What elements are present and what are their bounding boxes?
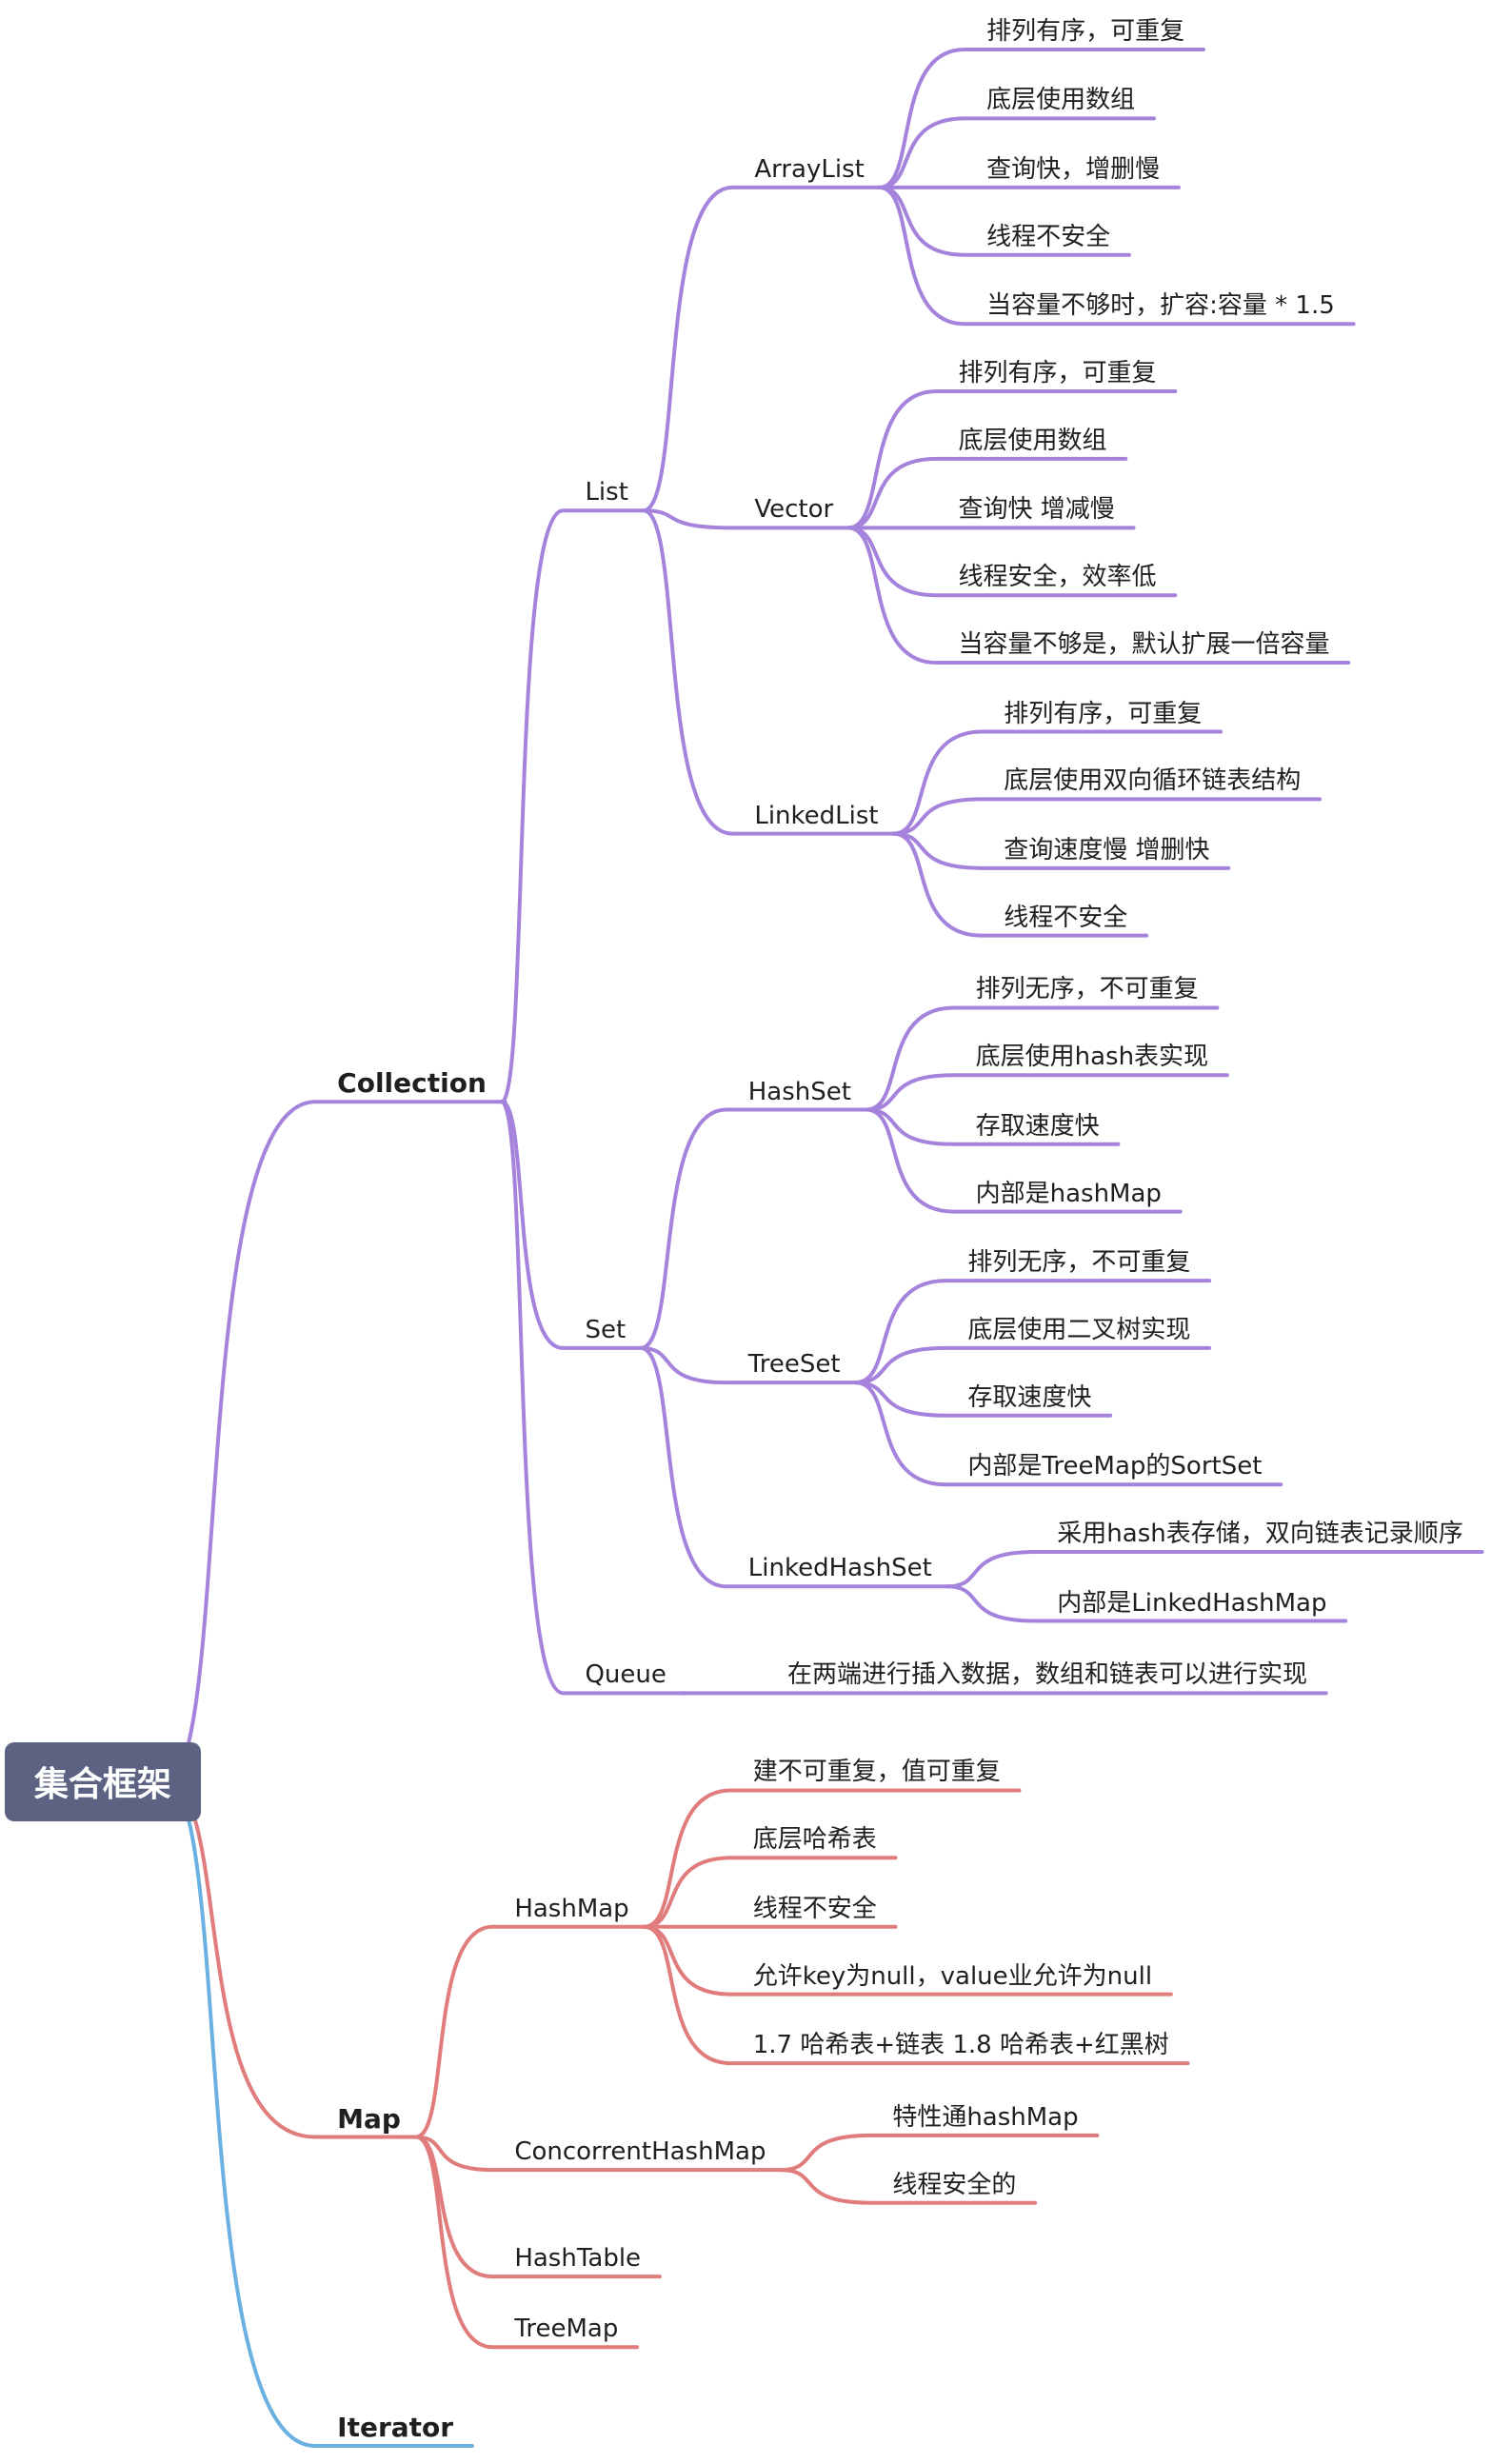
- connector-item: [864, 1107, 1121, 1146]
- connector-iterator: [163, 1779, 474, 2449]
- node-item[interactable]: 线程不安全: [986, 222, 1111, 251]
- node-item[interactable]: 排列无序，不可重复: [975, 975, 1199, 1004]
- connector-hashmap: [864, 1107, 1183, 1214]
- connector-item: [846, 526, 1351, 666]
- node-concorrenthashmap[interactable]: ConcorrentHashMap: [514, 2137, 766, 2167]
- node-hashmap[interactable]: 特性通hashMap: [892, 2102, 1079, 2132]
- node-item[interactable]: 查询速度慢 增删快: [1004, 835, 1210, 864]
- node-hash[interactable]: 采用hash表存储，双向链表记录顺序: [1057, 1520, 1463, 1549]
- node-map[interactable]: Map: [337, 2102, 401, 2135]
- root-label: 集合框架: [33, 1765, 171, 1805]
- node-item[interactable]: 排列无序，不可重复: [967, 1248, 1191, 1278]
- node-item[interactable]: 线程安全，效率低: [958, 563, 1157, 592]
- connector-key-null-value-null: [642, 1924, 1173, 1997]
- connector-map: [163, 1779, 422, 2139]
- node-linkedhashset[interactable]: LinkedHashSet: [747, 1554, 932, 1583]
- connector-item: [642, 1856, 898, 1929]
- node-item[interactable]: 存取速度快: [967, 1382, 1092, 1412]
- connector-item: [891, 797, 1323, 836]
- node-hashtable[interactable]: HashTable: [514, 2244, 642, 2274]
- connector-hash: [864, 1073, 1229, 1112]
- node-item[interactable]: 排列有序，可重复: [1004, 699, 1203, 728]
- node-item[interactable]: 底层使用二叉树实现: [967, 1315, 1191, 1344]
- node-linkedhashmap[interactable]: 内部是LinkedHashMap: [1057, 1588, 1327, 1618]
- connector-item: [864, 1005, 1220, 1112]
- node-item[interactable]: 底层使用数组: [958, 426, 1107, 455]
- connector-vector: [641, 508, 854, 530]
- node-item[interactable]: 底层使用双向循环链表结构: [1004, 766, 1302, 796]
- connector-hashmap: [413, 1924, 650, 2139]
- node-treeset[interactable]: TreeSet: [747, 1350, 841, 1380]
- node-list[interactable]: List: [585, 478, 628, 507]
- node-hashset[interactable]: HashSet: [747, 1077, 851, 1106]
- connector-hash: [945, 1550, 1484, 1589]
- connector-linkedhashset: [638, 1345, 953, 1589]
- node-item[interactable]: 当容量不够是，默认扩展一倍容量: [958, 630, 1330, 660]
- connector-1-7-1-8: [642, 1924, 1190, 2066]
- connector-item: [853, 1279, 1212, 1385]
- node-item[interactable]: 线程不安全: [1004, 903, 1128, 932]
- connector-item: [891, 831, 1149, 938]
- connector-queue: [499, 1100, 687, 1696]
- node-1-5[interactable]: 当容量不够时，扩容:容量 * 1.5: [986, 291, 1335, 321]
- node-item[interactable]: 线程安全的: [892, 2170, 1017, 2199]
- connector-item: [891, 831, 1231, 870]
- node-arraylist[interactable]: ArrayList: [754, 154, 865, 184]
- node-linkedlist[interactable]: LinkedList: [754, 801, 879, 830]
- node-vector[interactable]: Vector: [754, 495, 834, 525]
- root-node[interactable]: 集合框架: [4, 1742, 201, 1821]
- connector-hashset: [638, 1107, 872, 1350]
- node-item[interactable]: 存取速度快: [975, 1111, 1100, 1141]
- connector-item: [877, 185, 1131, 257]
- node-item[interactable]: 排列有序，可重复: [958, 359, 1157, 388]
- node-treemap-sortset[interactable]: 内部是TreeMap的SortSet: [967, 1452, 1263, 1481]
- node-item[interactable]: 底层哈希表: [752, 1825, 877, 1855]
- connector-collection: [163, 1100, 507, 1784]
- connector-treeset: [638, 1345, 862, 1385]
- node-1-7-1-8[interactable]: 1.7 哈希表+链表 1.8 哈希表+红黑树: [752, 2031, 1169, 2060]
- connector-hashmap: [779, 2133, 1100, 2173]
- node-set[interactable]: Set: [585, 1315, 627, 1344]
- connector-set: [499, 1100, 647, 1350]
- node-item[interactable]: 在两端进行插入数据，数组和链表可以进行实现: [786, 1660, 1307, 1690]
- connector-item: [846, 456, 1128, 530]
- connector-item: [877, 116, 1156, 189]
- connector-1-5: [877, 185, 1356, 327]
- connector-item: [642, 1788, 1022, 1929]
- node-hashmap[interactable]: 内部是hashMap: [975, 1179, 1162, 1208]
- connector-linkedhashmap: [945, 1584, 1348, 1623]
- node-queue[interactable]: Queue: [585, 1660, 666, 1690]
- connector-arraylist: [641, 185, 885, 513]
- connector-treemap-sortset: [853, 1381, 1283, 1487]
- node-hashmap[interactable]: HashMap: [514, 1894, 629, 1923]
- node-item[interactable]: 建不可重复，值可重复: [752, 1758, 1001, 1787]
- node-key-null-value-null[interactable]: 允许key为null，value业允许为null: [752, 1961, 1153, 1991]
- node-item[interactable]: 线程不安全: [752, 1894, 877, 1923]
- connector-item: [846, 526, 1178, 598]
- node-collection[interactable]: Collection: [337, 1067, 487, 1100]
- node-item[interactable]: 查询快 增减慢: [958, 495, 1115, 525]
- node-hash[interactable]: 底层使用hash表实现: [975, 1043, 1209, 1072]
- node-item[interactable]: 排列有序，可重复: [986, 16, 1185, 46]
- connector-item: [891, 729, 1224, 836]
- connector-linkedlist: [641, 508, 900, 836]
- connector-list: [499, 508, 649, 1104]
- connector-item: [877, 47, 1205, 189]
- connector-item: [853, 1345, 1212, 1385]
- connector-item: [779, 2168, 1038, 2205]
- node-item[interactable]: 查询快，增删慢: [986, 154, 1161, 184]
- node-treemap[interactable]: TreeMap: [514, 2315, 619, 2344]
- connector-item: [853, 1381, 1113, 1418]
- connector-treemap: [413, 2135, 640, 2350]
- connector-item: [846, 389, 1178, 530]
- node-iterator[interactable]: Iterator: [337, 2412, 454, 2444]
- node-item[interactable]: 底层使用数组: [986, 86, 1136, 115]
- connector-concorrenthashmap: [413, 2135, 787, 2173]
